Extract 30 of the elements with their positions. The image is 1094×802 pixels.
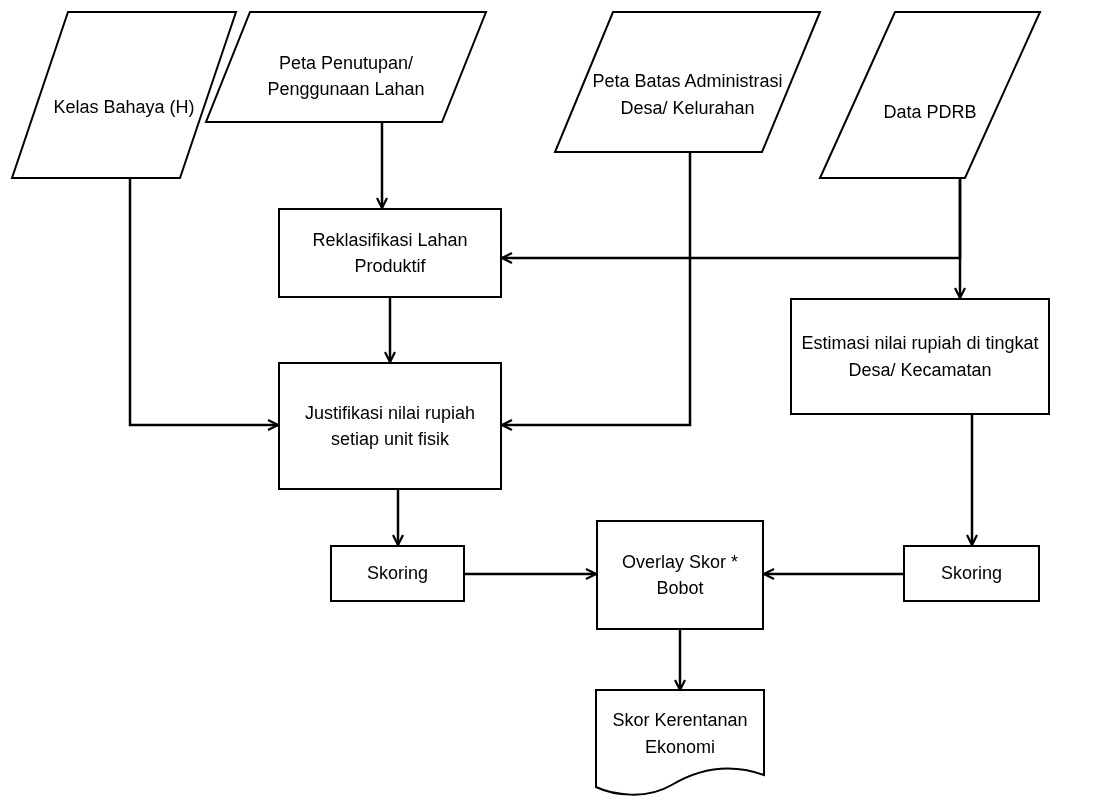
arrow (465, 567, 598, 581)
node-label: Reklasifikasi Lahan Produktif (311, 228, 469, 278)
arrow (391, 490, 405, 547)
process-box (330, 545, 465, 602)
data-parallelogram (555, 12, 820, 152)
node-label: Estimasi nilai rupiah di tingkat Desa/ Kecamatan (800, 332, 1040, 382)
arrow (375, 122, 389, 210)
data-parallelogram (206, 12, 486, 122)
process-box (596, 520, 764, 630)
data-parallelogram (12, 12, 236, 178)
process-box (790, 298, 1050, 415)
node-label: Peta Penutupan/ Penggunaan Lahan (266, 51, 426, 101)
node-label: Data PDRB (883, 100, 977, 124)
process-box (903, 545, 1040, 602)
node-label: Skor Kerentanan Ekonomi (611, 709, 749, 759)
node-label: Skoring (367, 562, 428, 586)
process-box (278, 208, 502, 298)
node-label: Justifikasi nilai rupiah setiap unit fisik (303, 401, 477, 451)
arrow (965, 415, 979, 547)
arrow (128, 178, 280, 432)
node-label: Peta Batas Administrasi Desa/ Kelurahan (591, 70, 784, 120)
node-label: Overlay Skor * Bobot (620, 550, 739, 600)
process-box (278, 362, 502, 490)
document-shape (596, 690, 764, 795)
arrow (673, 630, 687, 692)
data-parallelogram (820, 12, 1040, 178)
arrow (953, 178, 967, 300)
node-label: Skoring (941, 562, 1002, 586)
node-label: Kelas Bahaya (H) (53, 95, 195, 119)
arrow (383, 298, 397, 364)
